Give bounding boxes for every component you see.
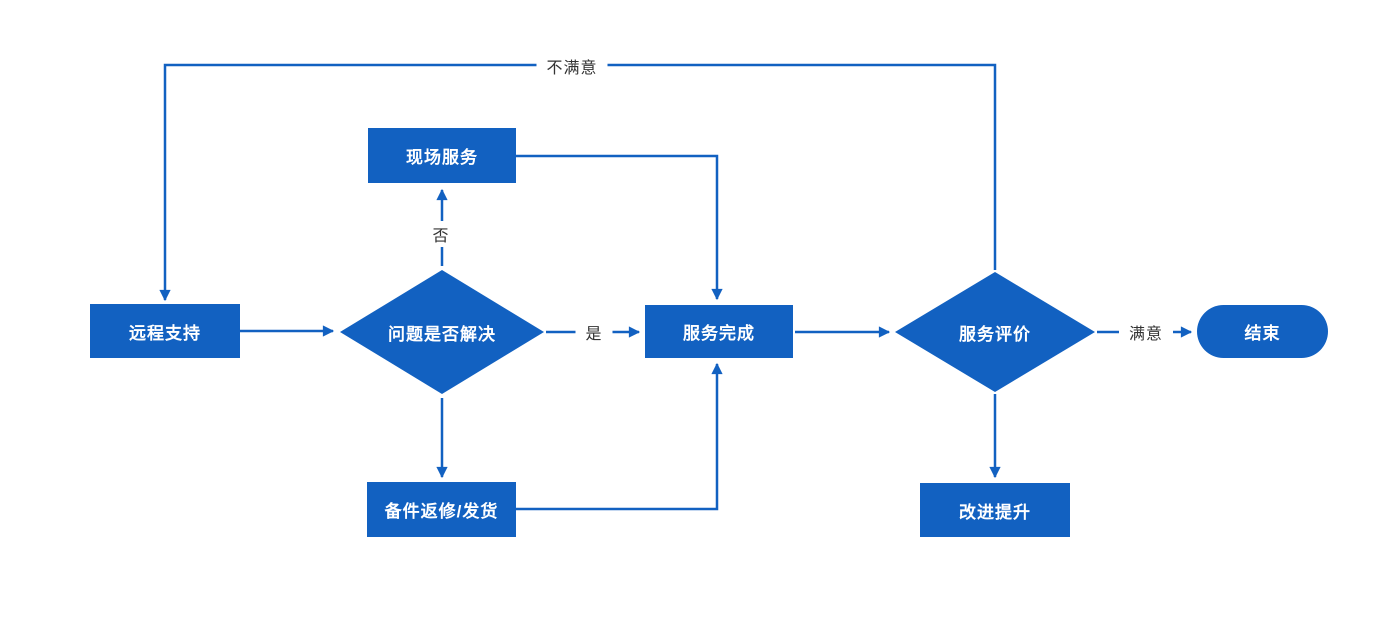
node-service-evaluation: 服务评价 bbox=[895, 272, 1095, 392]
node-problem-solved: 问题是否解决 bbox=[340, 270, 544, 394]
node-remote-support: 远程支持 bbox=[90, 304, 240, 358]
edge-label-no: 否 bbox=[422, 221, 460, 247]
node-parts-repair-ship-label: 备件返修/发货 bbox=[384, 502, 499, 521]
connector-onsite-to-complete bbox=[516, 154, 723, 301]
diamond-shape bbox=[340, 270, 544, 394]
node-end-label: 结束 bbox=[1244, 324, 1281, 343]
node-improvement: 改进提升 bbox=[920, 483, 1070, 537]
node-end: 结束 bbox=[1197, 305, 1328, 358]
diamond-shape bbox=[895, 272, 1095, 392]
node-problem-solved-label: 问题是否解决 bbox=[388, 324, 496, 344]
connector-parts-to-complete bbox=[516, 362, 723, 511]
node-service-evaluation-label: 服务评价 bbox=[959, 324, 1031, 344]
node-parts-repair-ship: 备件返修/发货 bbox=[367, 482, 516, 537]
node-service-complete: 服务完成 bbox=[645, 305, 793, 358]
node-service-complete-label: 服务完成 bbox=[683, 324, 755, 343]
edge-label-satisfied: 满意 bbox=[1118, 319, 1174, 345]
node-remote-support-label: 远程支持 bbox=[129, 323, 201, 343]
edge-label-yes: 是 bbox=[575, 319, 613, 345]
connector-not-satisfied-loop bbox=[159, 63, 997, 302]
node-onsite-service-label: 现场服务 bbox=[406, 148, 478, 167]
edge-label-not-satisfied: 不满意 bbox=[536, 53, 608, 79]
node-improvement-label: 改进提升 bbox=[959, 502, 1031, 522]
node-onsite-service: 现场服务 bbox=[368, 128, 516, 183]
